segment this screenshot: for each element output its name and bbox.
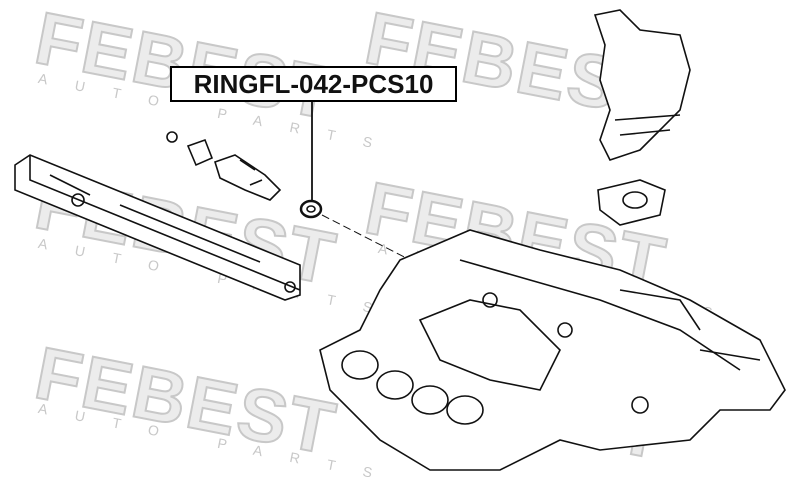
part-number-label: RINGFL-042-PCS10 (170, 66, 457, 102)
fuel-rail (14, 154, 301, 301)
o-ring-part (299, 199, 323, 219)
egr-valve (593, 9, 691, 226)
injector-assembly (166, 131, 282, 201)
intake-manifold (319, 229, 786, 471)
center-line (321, 214, 421, 266)
